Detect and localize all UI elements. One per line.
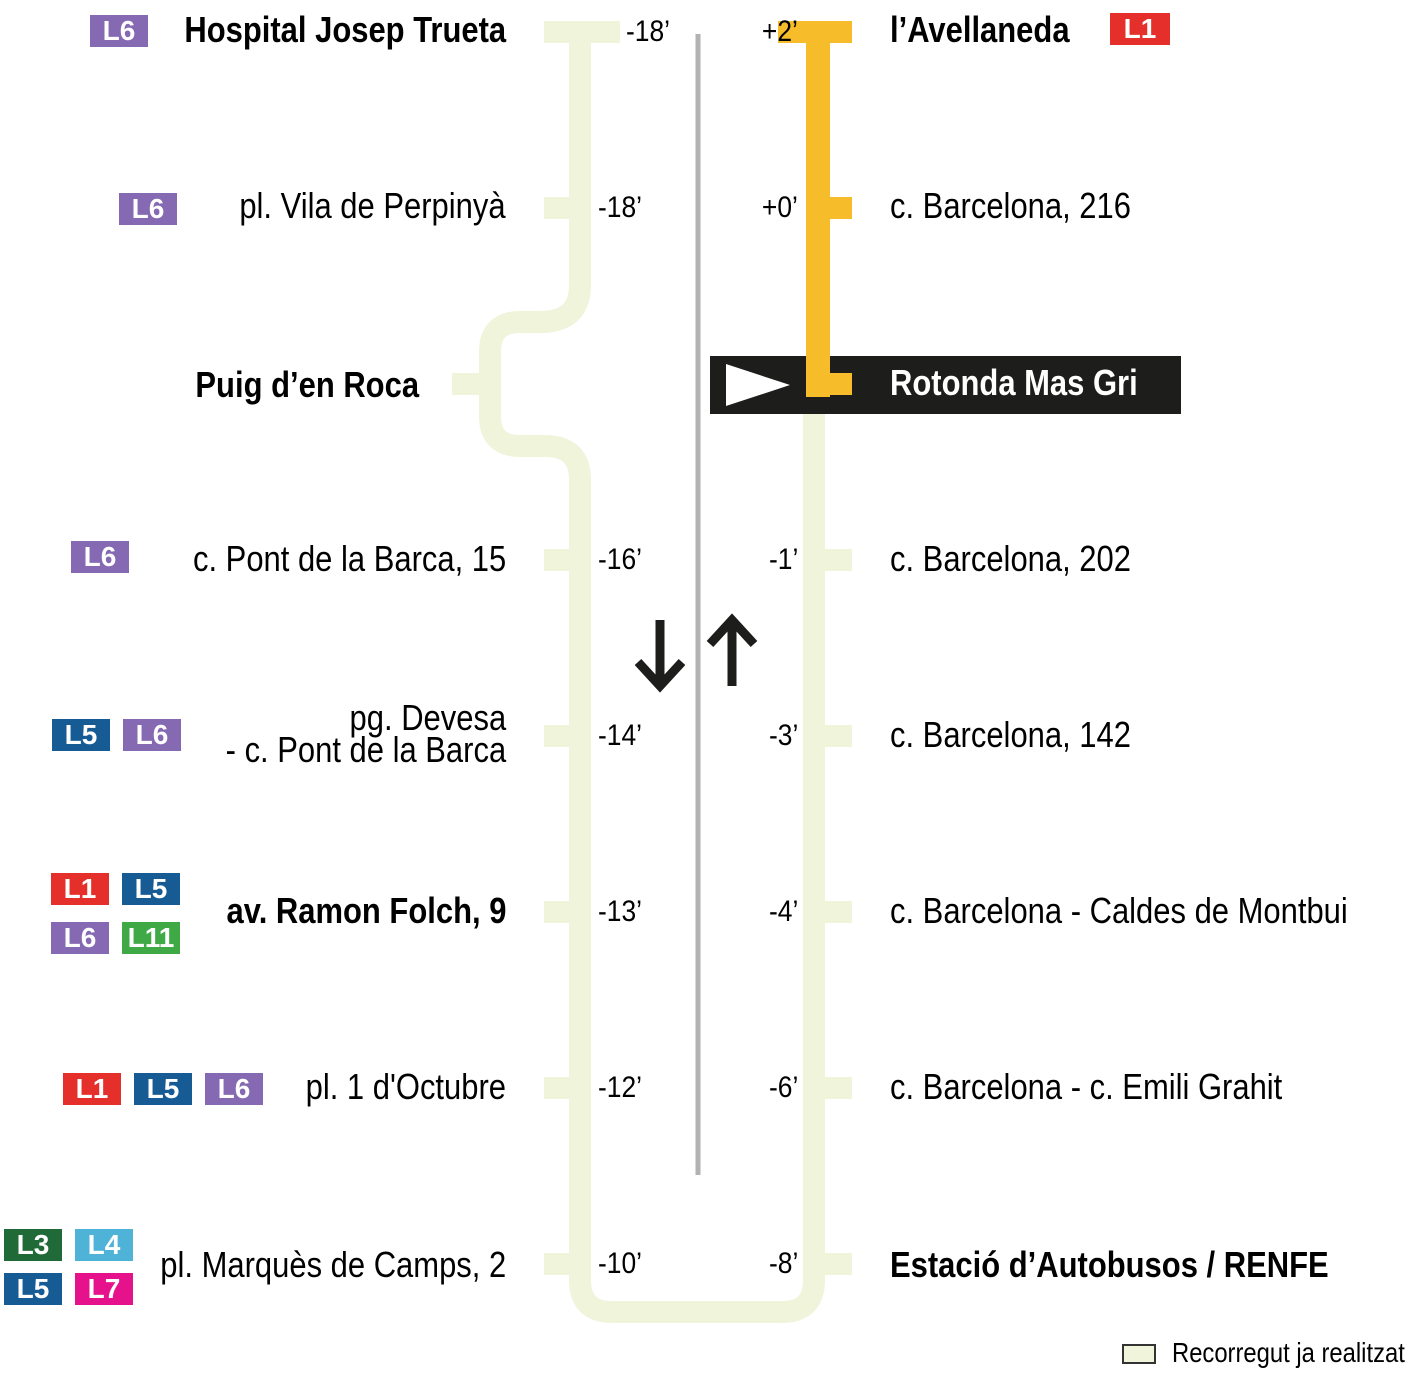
stop-time: +2’ xyxy=(762,15,798,48)
stop-name-c-barcelona-216: c. Barcelona, 216 xyxy=(890,185,1131,226)
line-badge-l1: L1 xyxy=(51,873,109,905)
traveled-stop-ticks xyxy=(452,21,852,1275)
stop-name-c-barcelona-c-emili-grahit: c. Barcelona - c. Emili Grahit xyxy=(890,1066,1283,1107)
stop-tick xyxy=(544,725,588,747)
stop-time: -18’ xyxy=(598,191,643,224)
stop-time: -4’ xyxy=(768,895,798,928)
stop-name-pl-marques-de-camps-2: pl. Marquès de Camps, 2 xyxy=(160,1244,506,1285)
stop-tick xyxy=(806,197,852,219)
stop-name-pl-vila-de-perpinya: pl. Vila de Perpinyà xyxy=(239,185,506,226)
stop-name-line1: pg. Devesa xyxy=(349,697,506,738)
stop-tick xyxy=(778,21,852,43)
line-badge-l11: L11 xyxy=(122,922,180,954)
line-badge-l5: L5 xyxy=(4,1273,62,1305)
stop-tick xyxy=(806,1077,852,1099)
stop-tick xyxy=(544,21,620,43)
traveled-route-line xyxy=(479,32,825,1323)
direction-down-arrow-icon xyxy=(634,620,686,693)
stop-tick xyxy=(544,549,588,571)
stop-tick xyxy=(806,549,852,571)
line-badge-l6: L6 xyxy=(119,193,177,225)
stop-tick xyxy=(452,373,496,395)
remaining-route xyxy=(778,21,852,397)
line-badge-l6: L6 xyxy=(205,1073,263,1105)
line-badge-l7: L7 xyxy=(75,1273,133,1305)
legend-traveled-swatch xyxy=(1122,1344,1156,1364)
stop-tick xyxy=(806,725,852,747)
stop-time: -12’ xyxy=(598,1071,643,1104)
stop-name-lavellaneda: l’Avellaneda xyxy=(890,9,1070,50)
line-badge-l4: L4 xyxy=(75,1229,133,1261)
stop-time: -13’ xyxy=(598,895,643,928)
stop-tick xyxy=(806,373,852,395)
line-badge-l6: L6 xyxy=(71,541,129,573)
line-badge-l1: L1 xyxy=(63,1073,121,1105)
stop-time: -14’ xyxy=(598,719,643,752)
stop-name-hospital-josep-trueta: Hospital Josep Trueta xyxy=(184,9,506,50)
stop-name-c-barcelona-142: c. Barcelona, 142 xyxy=(890,714,1131,755)
stop-time: -10’ xyxy=(598,1247,643,1280)
current-position-arrow-icon xyxy=(726,364,790,406)
stop-name-c-barcelona-caldes-de-montbui: c. Barcelona - Caldes de Montbui xyxy=(890,890,1348,931)
line-badge-l6: L6 xyxy=(51,922,109,954)
line-badge-l5: L5 xyxy=(52,719,110,751)
stop-name-c-pont-de-la-barca-15: c. Pont de la Barca, 15 xyxy=(192,538,506,579)
stop-time: -6’ xyxy=(768,1071,798,1104)
line-badge-l3: L3 xyxy=(4,1229,62,1261)
stop-tick xyxy=(806,1253,852,1275)
stop-name-rotonda-mas-gri: Rotonda Mas Gri xyxy=(890,362,1138,403)
direction-up-arrow-icon xyxy=(706,613,758,686)
line-badge-l1: L1 xyxy=(1110,13,1170,45)
stop-name-estacio-dautobusos-renfe: Estació d’Autobusos / RENFE xyxy=(890,1244,1329,1285)
stop-tick xyxy=(544,1077,588,1099)
stop-time: -16’ xyxy=(598,543,643,576)
line-badge-l5: L5 xyxy=(122,873,180,905)
line-badge-l5: L5 xyxy=(134,1073,192,1105)
stop-name-av-ramon-folch-9: av. Ramon Folch, 9 xyxy=(226,890,506,931)
stop-time: -1’ xyxy=(768,543,798,576)
stop-time: -8’ xyxy=(768,1247,798,1280)
stop-name-line2: - c. Pont de la Barca xyxy=(225,729,506,770)
stop-time: +0’ xyxy=(762,191,798,224)
stop-time: -3’ xyxy=(768,719,798,752)
line-badge-l6: L6 xyxy=(123,719,181,751)
stop-name-puig-den-roca: Puig d’en Roca xyxy=(195,364,419,405)
stop-tick xyxy=(806,901,852,923)
legend-label: Recorregut ja realitzat xyxy=(1172,1337,1405,1368)
stop-name-pg-devesa: pg. Devesa - c. Pont de la Barca xyxy=(225,697,506,770)
stop-name-c-barcelona-202: c. Barcelona, 202 xyxy=(890,538,1131,579)
stop-time: -18’ xyxy=(626,15,671,48)
stop-name-pl-1-doctubre: pl. 1 d'Octubre xyxy=(305,1066,506,1107)
stop-tick xyxy=(544,1253,588,1275)
line-badge-l6: L6 xyxy=(90,15,148,47)
stop-tick xyxy=(544,197,588,219)
stop-tick xyxy=(544,901,588,923)
